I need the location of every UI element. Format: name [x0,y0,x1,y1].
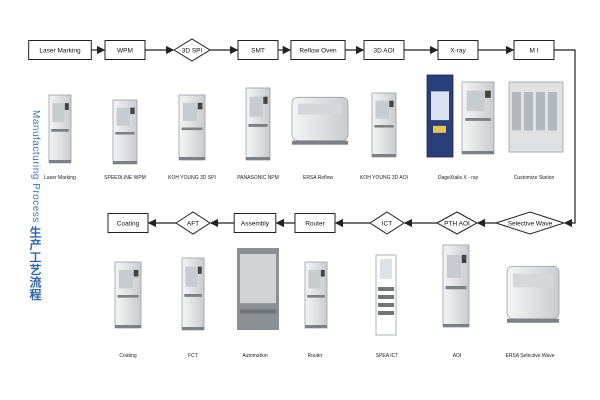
ict-step-shape [369,211,405,235]
process-title-cn: 生产工艺流程 [28,226,42,302]
laser-marking-step-label: Laser Marking [39,48,81,55]
flow-connectors [91,45,576,228]
process-title: Manufacturing Process 生产工艺流程 [4,110,44,310]
caption-row1-dagextalis-x-ray: DageXtalis X - ray [438,175,479,181]
coating-step: Coating [107,213,149,233]
ict-step: ICT [369,211,405,235]
smt-step-box [237,40,279,60]
x-ray-step-label: X-ray [450,48,466,55]
machine-pic-row1-4 [245,87,271,161]
caption-row1-ersa-reflow: ERSA Reflow [303,175,333,181]
caption-row1-koh-young-3d-spi: KOH YOUNG 3D SPI [168,175,216,181]
3d-spi-step: 3D SPI [173,38,211,62]
laser-marking-step-box [28,40,92,60]
machine-pic-row1-3 [178,94,206,161]
pth-aoi-step-label: PTH AOI [444,221,470,228]
reflow-oven-step: Reflow Oven [290,40,346,60]
machine-pic-row1-7 [426,74,454,158]
reflow-oven-step-label: Reflow Oven [299,48,337,55]
aft-step-label: AFT [187,221,199,228]
wpm-step-label: WPM [117,48,133,55]
machine-pic-row2-7 [114,261,142,329]
caption-row1-customize-station: Customize Station [514,175,555,181]
machine-pic-row1-5 [291,96,349,145]
x-ray-step: X-ray [437,40,479,60]
3d-aoi-step: 3D AOI [363,40,405,60]
pth-aoi-step-shape [435,211,479,235]
pth-aoi-step: PTH AOI [435,211,479,235]
3d-aoi-step-box [363,40,405,60]
caption-row1-laser-marking: Laser Marking [44,175,76,181]
m-i-step: M I [513,40,555,60]
machine-pic-row2-2 [442,244,470,328]
selective-wave-step: Selective Wave [494,211,566,235]
process-title-en: Manufacturing Process [30,110,41,223]
machine-pictures [48,74,564,336]
caption-row2-automation: Automation [242,353,268,359]
machine-pic-row1-6 [371,92,397,158]
caption-row2-router: Router [307,353,322,359]
caption-row1-panasonic-npm: PANASONIC NPM [237,175,279,181]
m-i-step-box [513,40,555,60]
flow-arrow-mi-to-selective-wave [554,49,576,228]
x-ray-step-box [437,40,479,60]
coating-step-box [107,213,149,233]
assembly-step-label: Assembly [241,221,270,228]
coating-step-label: Coating [117,221,140,228]
assembly-step: Assembly [233,213,277,233]
selective-wave-step-shape [494,211,566,235]
machine-pic-row1-8 [461,81,495,155]
wpm-step: WPM [104,40,146,60]
flow-steps: Laser Marking WPM 3D SPI SMT Reflow Oven 3D A… [28,38,566,235]
router-step-label: Router [305,221,325,228]
m-i-step-label: M I [529,48,538,55]
ict-step-label: ICT [382,221,393,228]
machine-pic-row2-5 [237,248,279,330]
machine-pic-row2-6 [181,257,205,331]
machine-pic-row2-3 [375,254,397,336]
caption-row2-spea-ict: SPEA ICT [376,353,399,359]
caption-row2-fct: FCT [188,353,198,359]
caption-row1-speedline-wpm: SPEEDLINE WPM [104,175,146,181]
selective-wave-step-label: Selective Wave [508,221,553,228]
wpm-step-box [104,40,146,60]
reflow-oven-step-box [290,40,346,60]
smt-step-label: SMT [251,48,265,55]
caption-row2-aoi: AOI [453,353,462,359]
machine-captions: Laser Marking SPEEDLINE WPM KOH YOUNG 3D S… [44,175,555,359]
smt-step: SMT [237,40,279,60]
3d-spi-step-shape [173,38,211,62]
caption-row1-koh-young-3d-aoi: KOH YOUNG 3D AOI [360,175,408,181]
aft-step-shape [175,211,211,235]
machine-pic-row1-1 [48,94,72,164]
assembly-step-box [233,213,277,233]
machine-pic-row1-9 [508,81,564,153]
machine-pic-row1-2 [112,99,138,165]
caption-row2-coating: Coating [119,353,136,359]
3d-spi-step-label: 3D SPI [182,48,203,55]
laser-marking-step: Laser Marking [28,40,92,60]
router-step: Router [294,213,336,233]
aft-step: AFT [175,211,211,235]
caption-row2-ersa-selective-wave: ERSA Selective Wave [505,353,554,359]
machine-pic-row2-4 [304,261,328,329]
router-step-box [294,213,336,233]
3d-aoi-step-label: 3D AOI [374,48,395,55]
machine-pic-row2-1 [506,265,560,323]
